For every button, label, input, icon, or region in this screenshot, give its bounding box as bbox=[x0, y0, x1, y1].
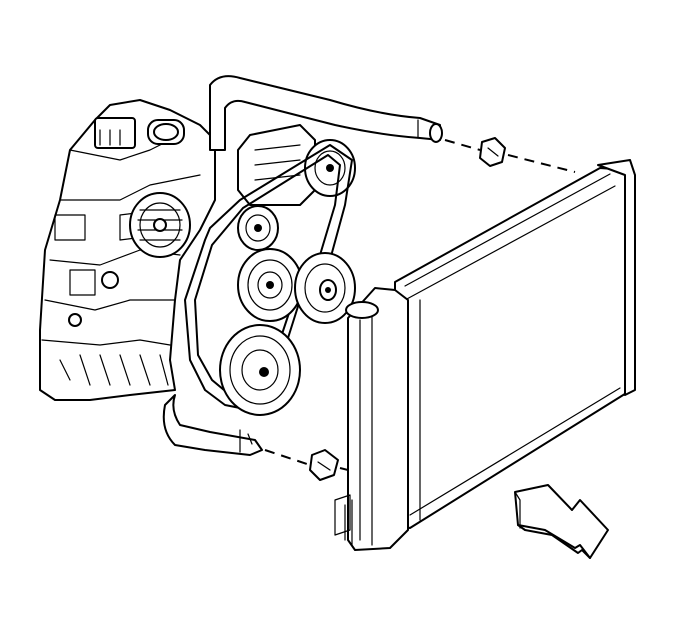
radiator bbox=[334, 159, 636, 551]
removal-direction-arrow-icon bbox=[514, 484, 609, 559]
water-pump-pulley bbox=[294, 252, 356, 324]
tensioner-pulley bbox=[237, 248, 303, 322]
lower-radiator-hose bbox=[162, 394, 263, 456]
upper-hose-clamp bbox=[479, 137, 506, 167]
upper-hose-alignment-line bbox=[444, 139, 576, 173]
pulleys bbox=[219, 205, 356, 416]
idler-pulley bbox=[237, 205, 279, 251]
engine-block bbox=[39, 99, 216, 401]
alternator bbox=[129, 192, 191, 258]
crankshaft-pulley bbox=[219, 324, 301, 416]
upper-radiator-hose bbox=[209, 75, 443, 151]
ac-compressor bbox=[237, 124, 356, 206]
lower-hose-clamp bbox=[309, 449, 339, 481]
